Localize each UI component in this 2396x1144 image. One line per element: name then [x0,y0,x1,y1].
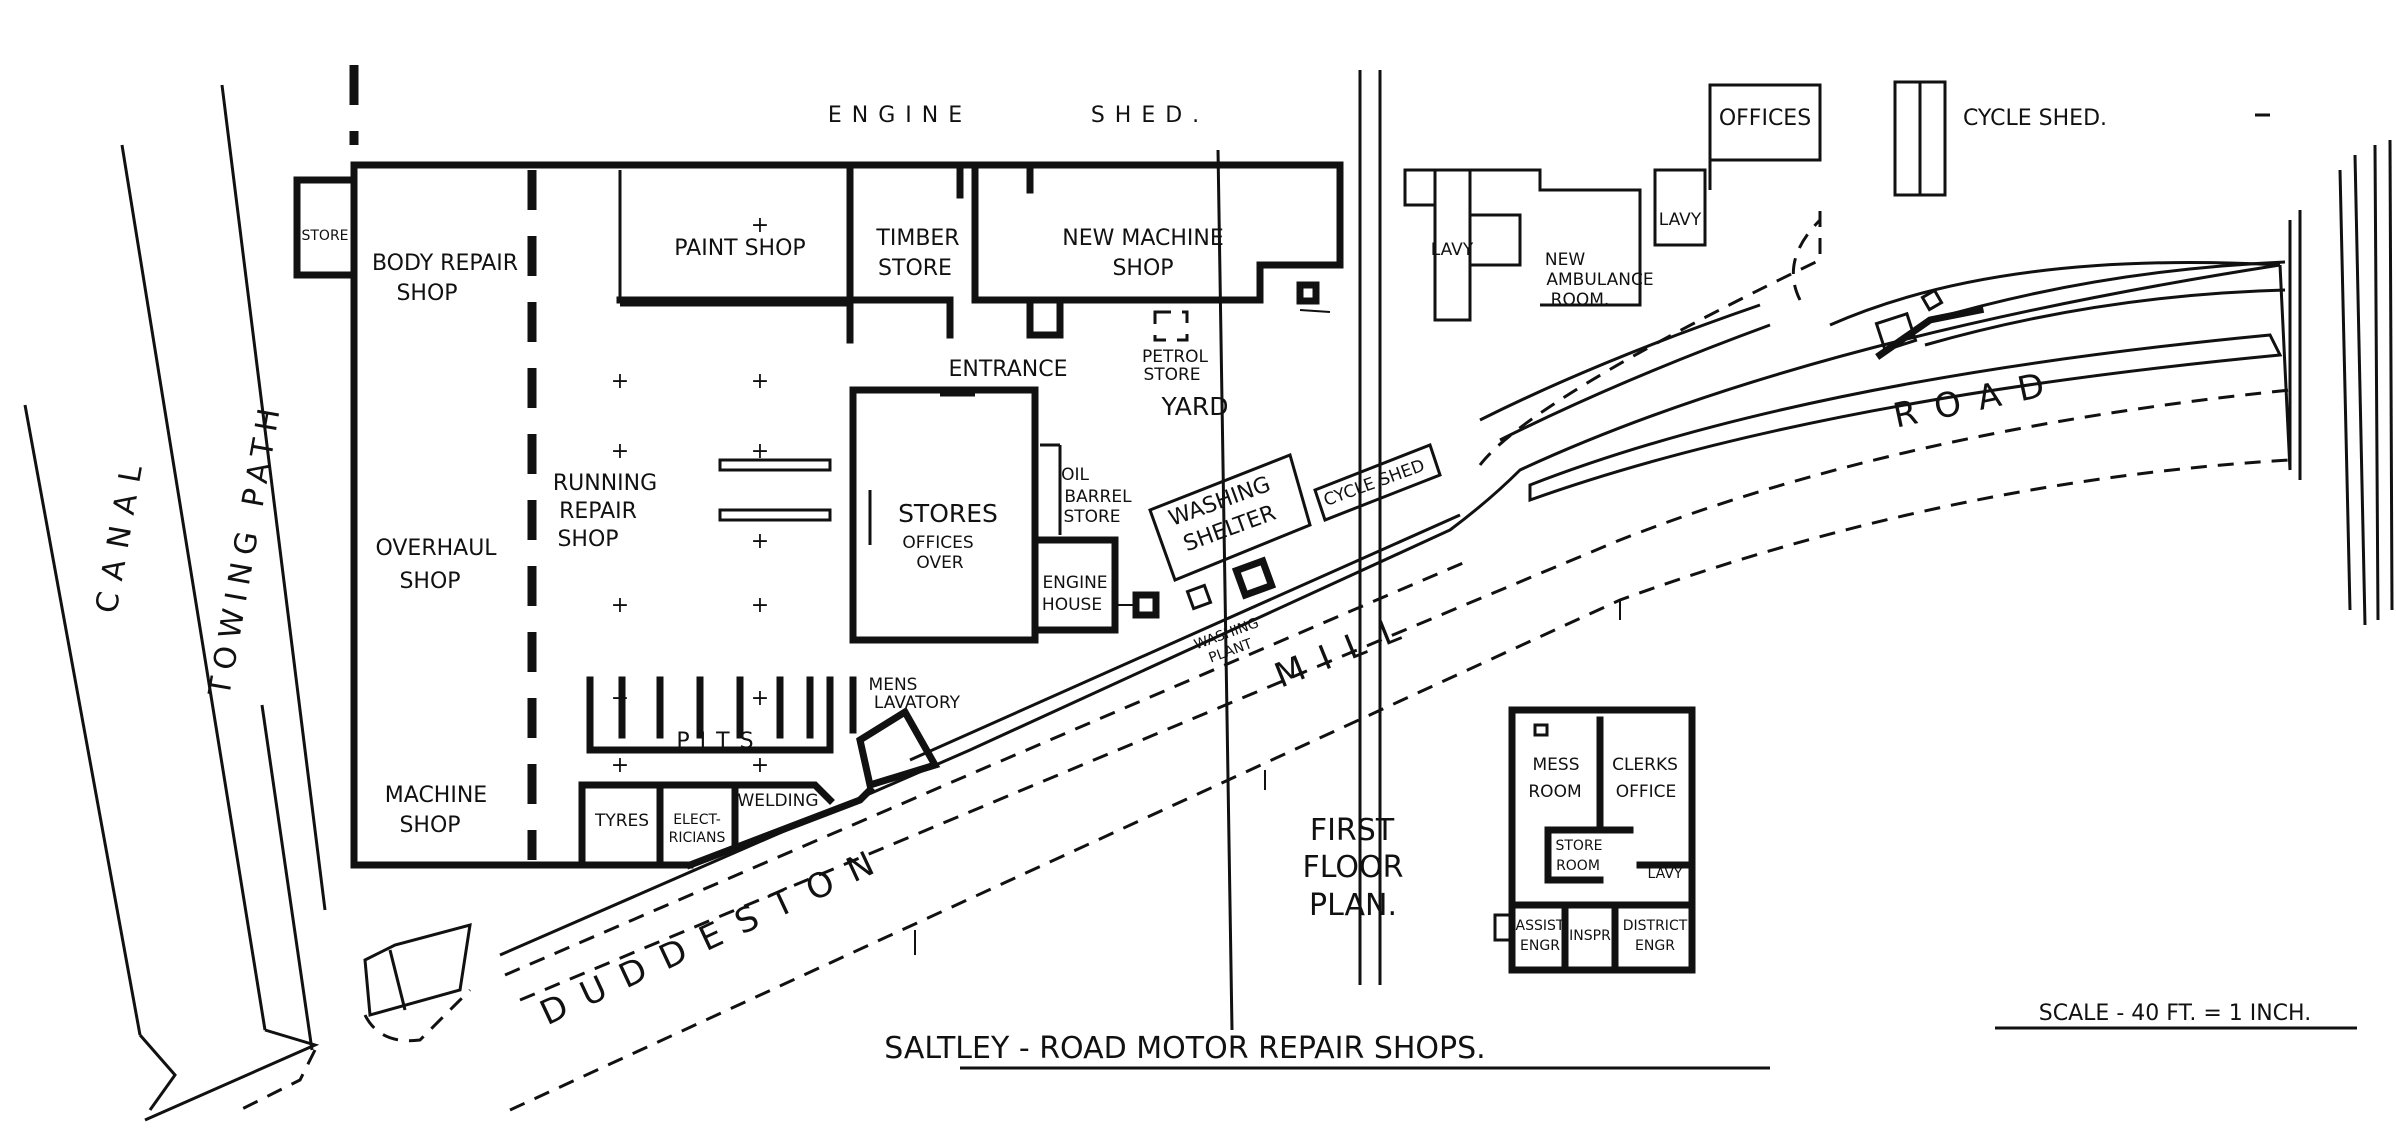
label-petrol: PETROL [1142,347,1209,367]
label-yard: YARD [1160,392,1228,421]
right-buildings [1216,70,2270,1031]
label-store: STORE [301,228,348,244]
svg-text:+: + [751,369,769,394]
label-elect: ELECT- [673,812,721,828]
petrol-store-outline [1153,310,1189,342]
label-clerks-office: OFFICE [1616,782,1677,802]
canal-area [23,84,327,1122]
svg-text:+: + [611,369,629,394]
label-timber: TIMBER [875,226,959,251]
label-new-machine: NEW MACHINE [1062,226,1224,251]
label-floor: FLOOR [1303,850,1404,885]
svg-text:+: + [751,593,769,618]
label-cycle-shed: CYCLE SHED [1321,456,1427,511]
label-mess-room: ROOM [1528,782,1581,802]
railway-lines [2288,139,2394,626]
labels: ENGINE SHED. OFFICES CYCLE SHED. STORE B… [89,103,2107,1034]
label-shop-rr: SHOP [557,527,618,552]
first-floor-plan [1493,706,1696,974]
label-body-repair: BODY REPAIR [372,251,518,276]
label-engine: ENGINE [828,103,972,128]
label-store-fp: STORE [1555,838,1602,854]
label-assist: ASSIST [1516,918,1565,934]
label-engine-house-2: HOUSE [1042,595,1102,615]
label-offices-over: OFFICES [902,533,973,553]
label-pits: PITS [676,729,763,754]
label-entrance: ENTRANCE [949,357,1068,382]
label-canal: CANAL [89,451,151,616]
svg-text:+: + [751,213,769,238]
label-mens: MENS [869,675,918,695]
label-mess: MESS [1533,755,1580,775]
label-clerks: CLERKS [1612,755,1678,775]
svg-text:+: + [611,686,629,711]
svg-text:+: + [751,439,769,464]
label-room-fp: ROOM [1556,858,1600,874]
label-lavy-2: LAVY [1659,210,1702,230]
svg-text:+: + [611,439,629,464]
label-cycle-shed-top: CYCLE SHED. [1963,106,2107,131]
label-stores: STORES [898,499,998,528]
label-over: OVER [916,553,963,573]
label-petrol-store: STORE [1143,365,1200,385]
label-repair: REPAIR [559,499,637,524]
svg-text:+: + [751,753,769,778]
label-machine: MACHINE [385,783,487,808]
column-markers: + + + + + + + + + + + + [611,213,769,778]
label-engine-house-1: ENGINE [1042,573,1107,593]
label-oil-store: STORE [1063,507,1120,527]
label-overhaul: OVERHAUL [375,536,497,561]
label-ambulance: AMBULANCE [1546,270,1653,290]
label-ricians: RICIANS [669,830,726,846]
label-towing-path: TOWING PATH [202,398,289,699]
label-welding: WELDING [737,791,818,811]
washing-shelter [1148,443,1442,611]
label-oil: OIL [1061,465,1089,485]
label-plan: PLAN. [1309,888,1397,923]
label-barrel: BARREL [1064,487,1132,507]
label-first: FIRST [1310,813,1395,848]
label-shed: SHED. [1091,103,1209,128]
svg-text:+: + [611,593,629,618]
label-room: ROOM. [1551,290,1610,310]
scale-label: SCALE - 40 FT. = 1 INCH. [2039,1001,2311,1026]
label-inspr: INSPR [1569,928,1611,944]
main-building-walls [293,65,1344,870]
label-assist-engr: ENGR [1520,938,1560,954]
label-new: NEW [1545,250,1585,270]
label-overhaul-shop: SHOP [399,569,460,594]
label-offices: OFFICES [1719,106,1811,131]
label-new-machine-shop: SHOP [1112,256,1173,281]
label-mill: MILL [1269,603,1422,696]
label-running: RUNNING [553,471,657,496]
title-block: SALTLEY - ROAD MOTOR REPAIR SHOPS. SCALE… [884,1001,2357,1070]
label-paint-shop: PAINT SHOP [674,236,805,261]
label-machine-shop: SHOP [399,813,460,838]
label-body-repair-shop: SHOP [396,281,457,306]
label-district-engr: ENGR [1635,938,1675,954]
label-lavatory: LAVATORY [874,693,961,713]
plan-title: SALTLEY - ROAD MOTOR REPAIR SHOPS. [884,1031,1485,1066]
svg-text:+: + [751,686,769,711]
label-timber-store: STORE [878,256,952,281]
label-lavy-1: LAVY [1431,240,1474,260]
svg-text:+: + [611,753,629,778]
label-district: DISTRICT [1623,918,1688,934]
label-lavy-fp: LAVY [1648,866,1683,882]
svg-text:+: + [751,529,769,554]
label-tyres: TYRES [594,811,649,831]
road [363,200,2292,1112]
